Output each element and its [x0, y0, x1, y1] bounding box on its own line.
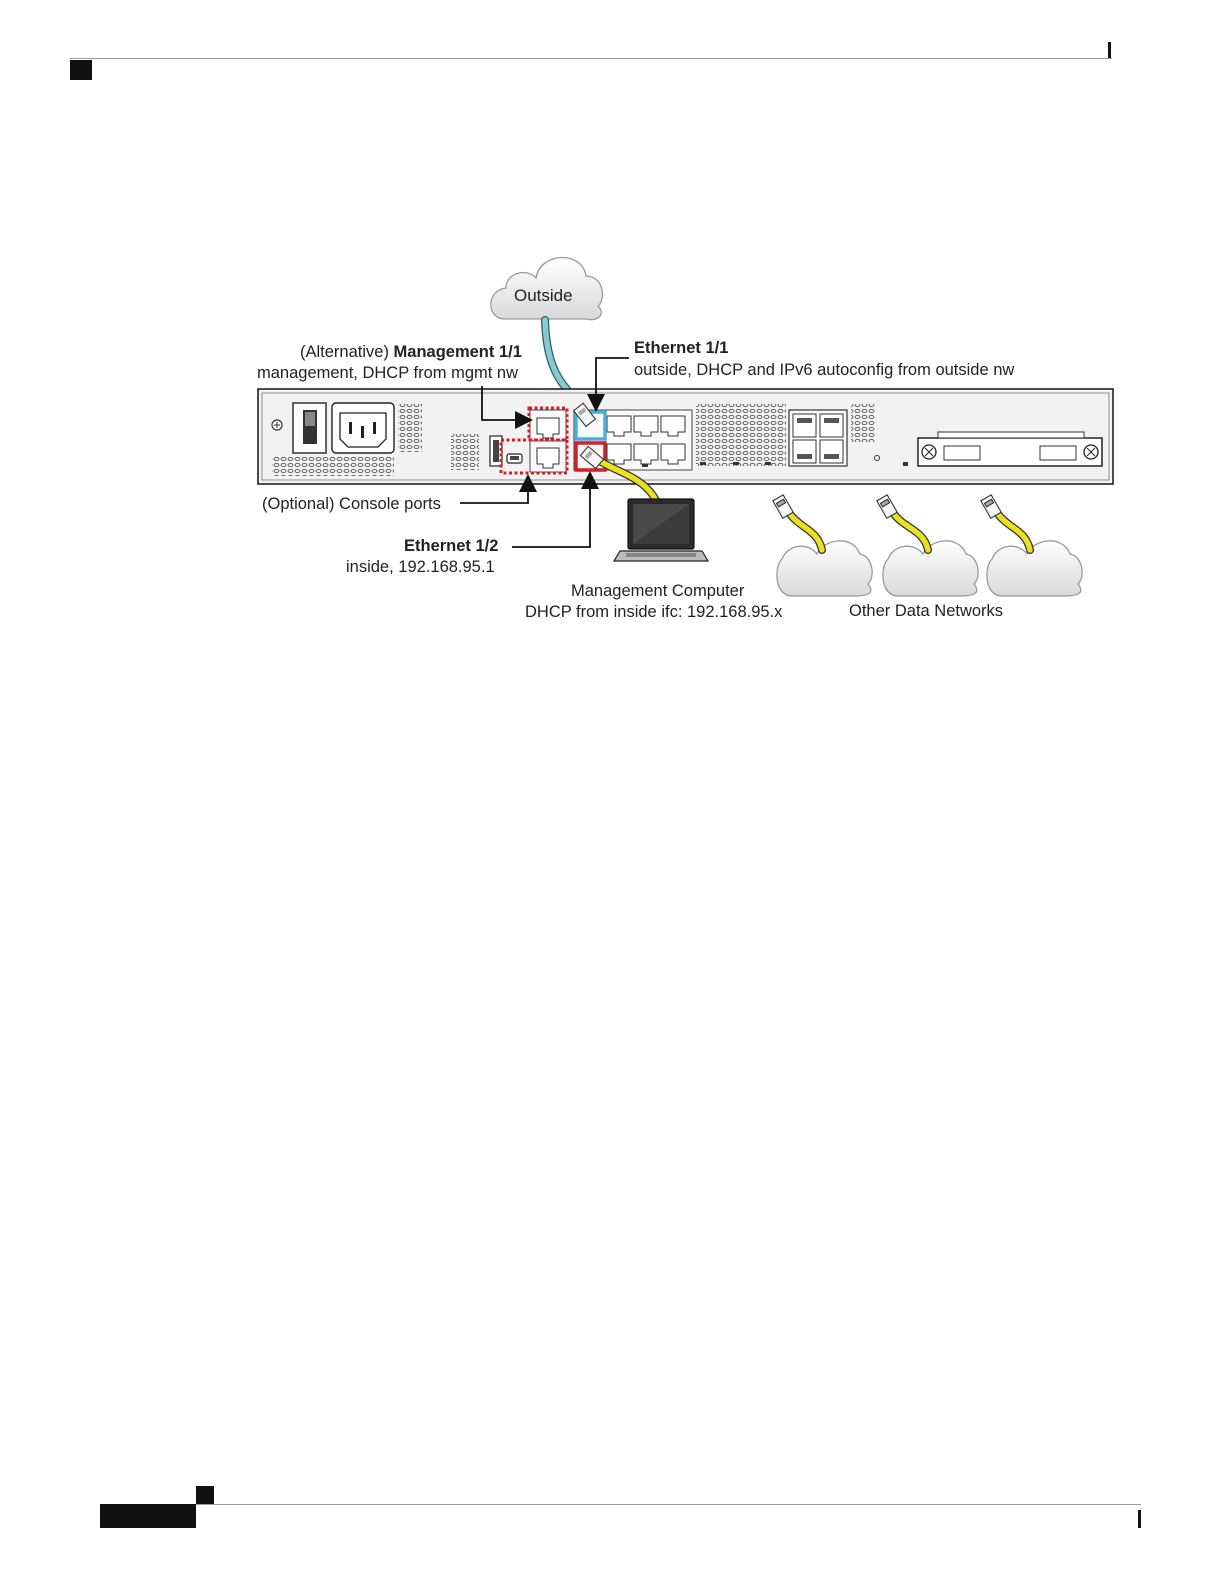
mgmt-label: (Alternative) Management 1/1 — [300, 342, 522, 362]
eth11-desc: outside, DHCP and IPv6 autoconfig from o… — [634, 360, 1014, 380]
device-chassis — [258, 389, 1113, 484]
footer-marker — [196, 1486, 214, 1504]
eth11-label: Ethernet 1/1 — [634, 338, 728, 358]
footer-right-tick — [1138, 1510, 1141, 1528]
other-networks-label: Other Data Networks — [849, 601, 1003, 621]
mgmt-label-name: Management 1/1 — [394, 343, 522, 361]
eth12-label: Ethernet 1/2 — [404, 536, 498, 556]
outside-cloud-label: Outside — [514, 286, 573, 306]
data-network-cloud — [987, 541, 1082, 596]
footer-rule — [196, 1504, 1141, 1505]
footer-tab — [100, 1504, 196, 1528]
eth12-label-name: Ethernet 1/2 — [404, 537, 498, 555]
console-ports-label: (Optional) Console ports — [262, 494, 441, 514]
eth12-desc: inside, 192.168.95.1 — [346, 557, 495, 577]
mgmt-label-prefix: (Alternative) — [300, 343, 394, 361]
laptop-icon — [614, 499, 708, 561]
mgmt-computer-label: Management Computer — [571, 581, 744, 601]
mgmt-desc: management, DHCP from mgmt nw — [257, 363, 518, 383]
mgmt-computer-desc: DHCP from inside ifc: 192.168.95.x — [525, 602, 782, 622]
data-network-clouds — [773, 495, 1082, 596]
eth11-label-name: Ethernet 1/1 — [634, 339, 728, 357]
